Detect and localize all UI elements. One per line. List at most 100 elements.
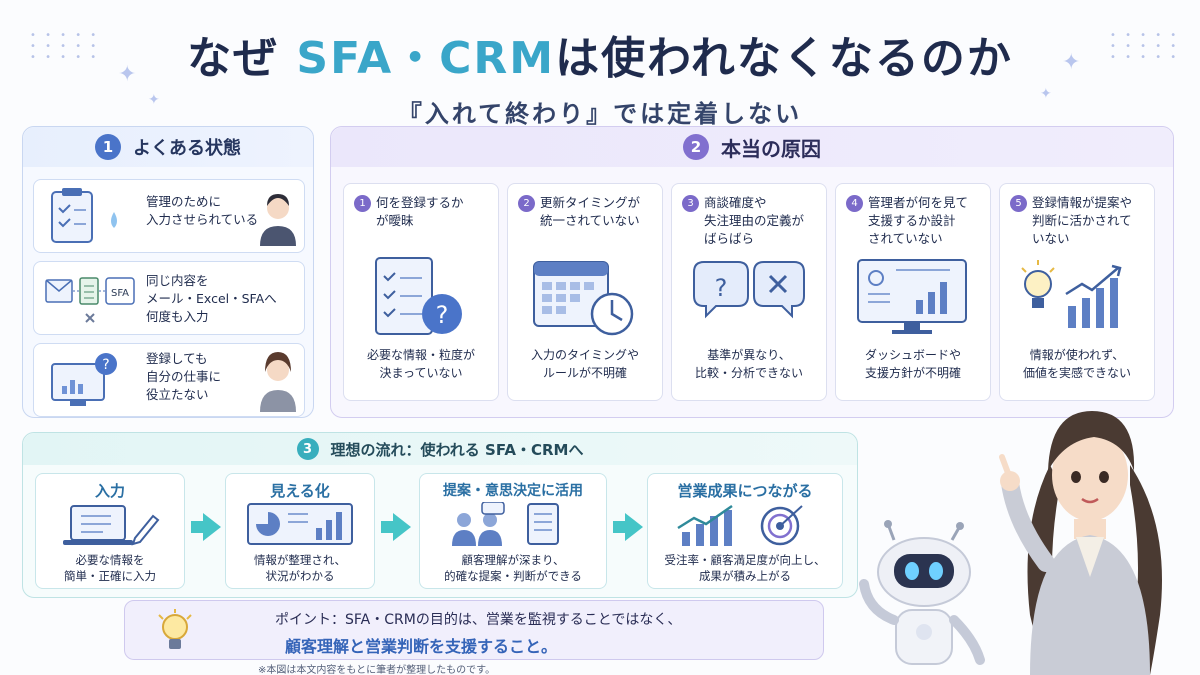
page-subtitle: 『入れて終わり』では定着しない <box>397 100 803 128</box>
flow-step-description: 顧客理解が深まり、 <box>461 553 565 567</box>
cause-description: 必要な情報・粒度が <box>366 348 475 362</box>
svg-text:?: ? <box>102 357 109 373</box>
cause-description: ルールが不明確 <box>542 366 627 380</box>
header: なぜ SFA・CRMは使われなくなるのか 『入れて終わり』では定着しない <box>0 22 1200 129</box>
state-text: メール・Excel・SFAへ <box>146 291 277 306</box>
flow-step-title: 提案・意思決定に活用 <box>443 483 583 499</box>
flow-step: 見える化 情報が整理され、状況がわかる <box>225 473 375 589</box>
state-text: 役立たない <box>146 387 209 402</box>
state-text: 登録しても <box>146 351 208 366</box>
section-number: 3 <box>296 438 319 460</box>
cause-heading: 更新タイミングが <box>540 195 641 210</box>
state-card: 管理のために入力させられている <box>33 179 305 253</box>
panel-header: 1 よくある状態 <box>23 127 313 167</box>
flow-arrow-icon <box>625 513 643 541</box>
cause-heading: 支援するか設計 <box>868 213 956 228</box>
flow-arrow-icon <box>203 513 221 541</box>
flow-step-description: 受注率・顧客満足度が向上し、 <box>664 553 826 567</box>
panel-common-states: 1 よくある状態 管理のために入力させられている SFA <box>22 126 314 418</box>
cause-heading: 管理者が何を見て <box>868 195 969 210</box>
cause-heading: 統一されていない <box>540 213 640 228</box>
cause-description: 決まっていない <box>379 366 463 380</box>
cause-number: 4 <box>846 195 863 212</box>
robot-icon <box>859 520 985 665</box>
flow-arrow <box>191 521 205 533</box>
cause-heading: 判断に活かされて <box>1032 213 1132 228</box>
cause-number: 5 <box>1010 195 1027 212</box>
section-heading: 本当の原因 <box>721 136 821 161</box>
section-number: 1 <box>95 134 121 160</box>
svg-text:?: ? <box>715 274 728 302</box>
cause-description: 入力のタイミングや <box>530 348 639 362</box>
page-title: なぜ SFA・CRMは使われなくなるのか <box>187 33 1013 84</box>
flow-step-title: 営業成果につながる <box>677 482 813 500</box>
flow-arrow <box>613 521 627 533</box>
key-point-box: ポイント：SFA・CRMの目的は、営業を監視することではなく、 顧客理解と営業判… <box>124 600 824 660</box>
state-card: ? 登録しても自分の仕事に役立たない <box>33 343 305 417</box>
cause-description: 基準が異なり、 <box>707 348 791 362</box>
question-cross-bubbles-icon: ? <box>693 261 805 319</box>
section-heading: 理想の流れ：使われる SFA・CRMへ <box>330 440 584 459</box>
cause-heading: 登録情報が提案や <box>1032 195 1133 210</box>
flow-step-description: 情報が整理され、 <box>253 553 347 567</box>
decor-dots: • • • • •• • • • •• • • • • <box>1110 30 1180 63</box>
flow-arrow-icon <box>393 513 411 541</box>
cause-description: 価値を実感できない <box>1022 366 1131 380</box>
cause-description: ダッシュボードや <box>864 348 961 362</box>
cause-heading: ばらばら <box>704 231 755 246</box>
flow-step-description: 必要な情報を <box>75 553 145 567</box>
confused-woman-icon <box>260 352 296 412</box>
growth-target-icon <box>677 504 803 546</box>
flow-step-description: 簡単・正確に入力 <box>64 569 156 583</box>
calendar-clock-icon <box>533 261 634 336</box>
stressed-man-icon <box>260 194 296 246</box>
sfa-badge: SFA <box>111 288 129 299</box>
flow-step: 入力 必要な情報を簡単・正確に入力 <box>35 473 185 589</box>
dashboard-monitor-icon <box>857 259 967 334</box>
cause-card: 2 更新タイミングが統一されていない 入力のタイミングやルールが不明確 <box>507 183 663 401</box>
lightbulb-icon <box>158 609 192 649</box>
section-heading: よくある状態 <box>133 138 241 159</box>
state-text: 同じ内容を <box>146 273 209 288</box>
lightbulb-growth-chart-icon <box>1021 260 1122 328</box>
section-number: 2 <box>683 134 709 160</box>
cause-card: 5 登録情報が提案や判断に活かされていない 情報が使われず、価値を実感できない <box>999 183 1155 401</box>
duplicate-entry-icon: SFA <box>45 277 135 323</box>
sparkle-icon: ✦ <box>1040 86 1052 102</box>
flow-step: 営業成果につながる 受注率・顧客満足度が向上し、成果が積み上がる <box>647 473 843 589</box>
footnote: ※本図は本文内容をもとに筆者が整理したものです。 <box>258 665 496 675</box>
state-text: 自分の仕事に <box>146 369 222 384</box>
flow-step-description: 成果が積み上がる <box>699 569 791 583</box>
state-card: SFA 同じ内容をメール・Excel・SFAへ何度も入力 <box>33 261 305 335</box>
cause-heading: 商談確度や <box>704 195 767 210</box>
monitor-question-icon: ? <box>51 353 117 406</box>
checklist-question-icon: ? <box>375 257 462 335</box>
flow-step: 提案・意思決定に活用 顧客理解が深まり、的確な提案・判断ができる <box>419 473 607 589</box>
point-text: ポイント：SFA・CRMの目的は、営業を監視することではなく、 <box>275 612 682 628</box>
businesswoman-icon <box>999 411 1162 675</box>
clipboard-icon <box>51 188 117 243</box>
sparkle-icon: ✦ <box>1062 50 1081 75</box>
panel-header: 3 理想の流れ：使われる SFA・CRMへ <box>23 433 857 465</box>
cause-description: 情報が使われず、 <box>1029 348 1125 362</box>
decor-dots: • • • • •• • • • •• • • • • <box>30 30 100 63</box>
flow-step-description: 的確な提案・判断ができる <box>444 569 582 583</box>
cause-heading: 失注理由の定義が <box>704 213 805 228</box>
cause-number: 3 <box>682 195 699 212</box>
svg-text:?: ? <box>436 301 449 329</box>
point-emphasis: 顧客理解と営業判断を支援すること。 <box>285 637 558 656</box>
cause-number: 2 <box>518 195 535 212</box>
cause-number: 1 <box>354 195 371 212</box>
laptop-pen-icon <box>63 505 160 546</box>
state-text: 管理のために <box>146 194 222 209</box>
state-text: 何度も入力 <box>146 309 209 324</box>
flow-step-title: 見える化 <box>270 482 330 500</box>
cause-heading: いない <box>1032 231 1070 246</box>
sparkle-icon: ✦ <box>118 62 137 87</box>
people-discussion-icon <box>452 502 559 546</box>
sparkle-icon: ✦ <box>148 92 160 108</box>
